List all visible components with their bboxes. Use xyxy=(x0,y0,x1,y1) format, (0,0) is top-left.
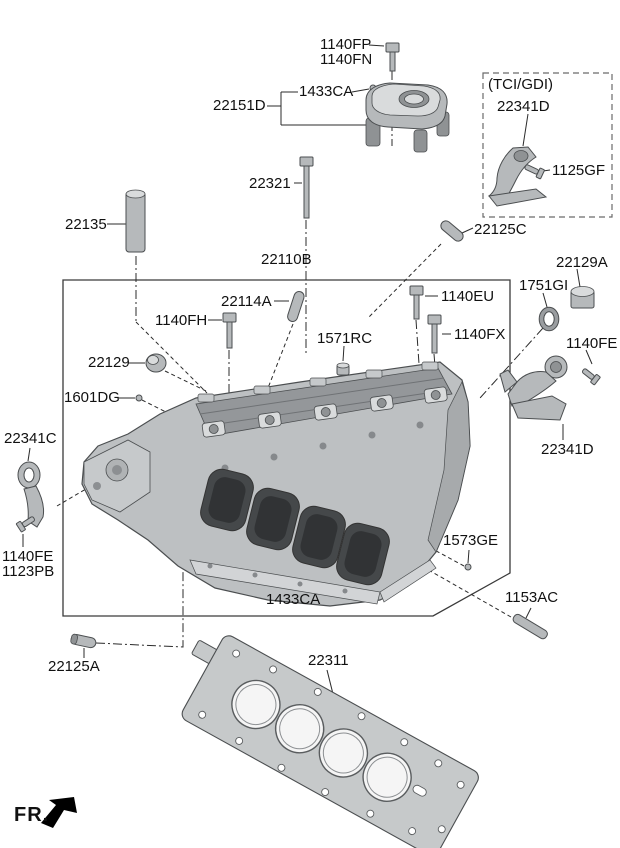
part-plug-22129a xyxy=(570,286,595,309)
part-seal-ring-1751gi xyxy=(538,306,560,332)
part-bolt-1140fp xyxy=(385,42,400,72)
part-screw-1125gf xyxy=(524,164,545,180)
part-label-1140fn: 1140FN xyxy=(320,51,373,68)
part-head-gasket-22311 xyxy=(181,635,479,848)
part-bracket-22341d-right xyxy=(499,355,568,421)
part-dowel-22114a xyxy=(287,290,305,322)
part-bolt-1140fh xyxy=(222,312,237,349)
part-label-1140fp: 1140FP xyxy=(320,36,372,53)
part-label-1153ac: 1153AC xyxy=(505,589,559,606)
part-dowel-22125a xyxy=(70,633,97,649)
part-label-1140fh: 1140FH xyxy=(155,312,208,329)
part-label-1573ge: 1573GE xyxy=(443,532,499,549)
part-label-1433ca-top: 1433CA xyxy=(299,83,354,100)
part-plug-1571rc xyxy=(336,362,350,376)
tci-gdi-option-box xyxy=(482,72,613,218)
part-label-22341d-right: 22341D xyxy=(541,441,594,458)
part-bolt-1140eu xyxy=(409,285,424,320)
part-label-1571rc: 1571RC xyxy=(317,330,373,347)
part-pin-1601dg xyxy=(135,394,143,402)
part-label-1123pb: 1123PB xyxy=(2,563,55,580)
part-label-1601dg: 1601DG xyxy=(64,389,120,406)
part-label-1140eu: 1140EU xyxy=(441,288,495,305)
part-screw-1140fe-right xyxy=(581,368,601,386)
part-bracket-22341d-tci xyxy=(488,146,548,207)
part-fitting-22151d xyxy=(365,82,450,153)
part-label-1140fe-left: 1140FE xyxy=(2,548,54,565)
part-dowel-22125c xyxy=(440,220,464,242)
part-stud-1153ac xyxy=(512,613,548,640)
part-label-22321: 22321 xyxy=(249,175,291,192)
part-label-22125a: 22125A xyxy=(48,658,100,675)
part-label-22311: 22311 xyxy=(308,652,349,669)
part-label-22110b: 22110B xyxy=(261,251,312,268)
part-pin-1573ge xyxy=(464,563,472,571)
part-label-1140fe-right: 1140FE xyxy=(566,335,618,352)
part-label-22135: 22135 xyxy=(65,216,107,233)
front-direction-label: FR. xyxy=(14,804,50,826)
tci-gdi-note: (TCI/GDI) xyxy=(488,76,553,93)
part-label-22341d-tci: 22341D xyxy=(497,98,550,115)
part-screw-1140fe-left xyxy=(15,516,35,533)
part-hanger-22341c xyxy=(17,461,45,528)
part-label-22129: 22129 xyxy=(88,354,130,371)
part-label-22129a: 22129A xyxy=(556,254,608,271)
front-direction-arrow-icon xyxy=(41,797,77,828)
part-label-1140fx: 1140FX xyxy=(454,326,506,343)
part-label-1433ca-bottom: 1433CA xyxy=(266,591,321,608)
part-label-22341c: 22341C xyxy=(4,430,57,447)
part-label-22125c: 22125C xyxy=(474,221,527,238)
part-label-22151d: 22151D xyxy=(213,97,266,114)
part-cylinder-head-22110b xyxy=(81,361,471,607)
part-dowel-22135 xyxy=(125,189,146,253)
part-label-1125gf: 1125GF xyxy=(552,162,606,179)
part-label-22114a: 22114A xyxy=(221,293,272,310)
part-bolt-22321 xyxy=(299,156,314,219)
part-cap-22129 xyxy=(145,353,167,373)
part-label-1751gi: 1751GI xyxy=(519,277,569,294)
part-bolt-1140fx xyxy=(427,314,442,354)
